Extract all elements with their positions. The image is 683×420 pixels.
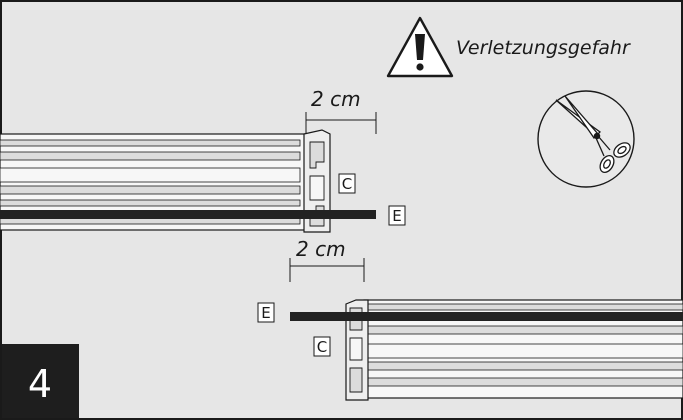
- top-rod: [0, 210, 376, 219]
- top-label-e-box: [388, 205, 406, 226]
- bottom-rod: [290, 312, 683, 321]
- warning-triangle-icon: [386, 16, 454, 78]
- top-label-e: E: [392, 207, 401, 225]
- bottom-measurement: [289, 258, 365, 282]
- bottom-label-c: C: [317, 338, 327, 356]
- top-label-c: C: [342, 175, 352, 193]
- bottom-measurement-label: 2 cm: [296, 237, 346, 261]
- step-number-box: [2, 344, 79, 418]
- bottom-label-c-box: [313, 336, 331, 357]
- top-measurement-label: 2 cm: [311, 87, 361, 111]
- step-number: 4: [28, 362, 52, 406]
- warning-text: Verletzungsgefahr: [456, 37, 631, 59]
- bottom-label-e: E: [261, 304, 270, 322]
- scissors-circle: [537, 90, 635, 188]
- scissors-icon: [555, 95, 631, 174]
- top-label-c-box: [338, 173, 356, 194]
- bottom-label-e-box: [257, 302, 275, 323]
- top-measurement: [305, 112, 377, 134]
